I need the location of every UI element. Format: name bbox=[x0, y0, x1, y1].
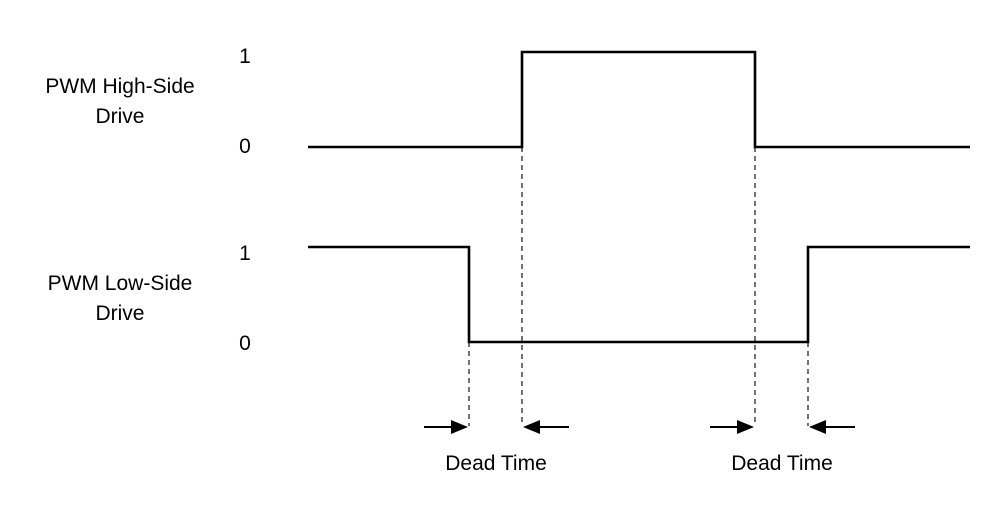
high-side-label-line1: PWM High-Side bbox=[45, 75, 194, 98]
low-side-label-line1: PWM Low-Side bbox=[48, 272, 193, 295]
high-side-waveform bbox=[308, 50, 970, 149]
dead-time-label-2: Dead Time bbox=[731, 452, 833, 475]
low-side-level-high: 1 bbox=[239, 242, 251, 265]
low-side-waveform bbox=[308, 245, 970, 344]
dead-time-label-1: Dead Time bbox=[445, 452, 547, 475]
dead-time-2-right-arrow bbox=[809, 420, 855, 434]
high-side-label-line2: Drive bbox=[95, 105, 144, 128]
high-side-level-high: 1 bbox=[239, 45, 251, 68]
dead-time-1-right-arrow bbox=[523, 420, 569, 434]
dead-time-2-left-arrow bbox=[710, 420, 754, 434]
high-side-level-low: 0 bbox=[239, 135, 251, 158]
dead-time-1-left-arrow bbox=[424, 420, 468, 434]
low-side-label-line2: Drive bbox=[95, 302, 144, 325]
low-side-level-low: 0 bbox=[239, 332, 251, 355]
